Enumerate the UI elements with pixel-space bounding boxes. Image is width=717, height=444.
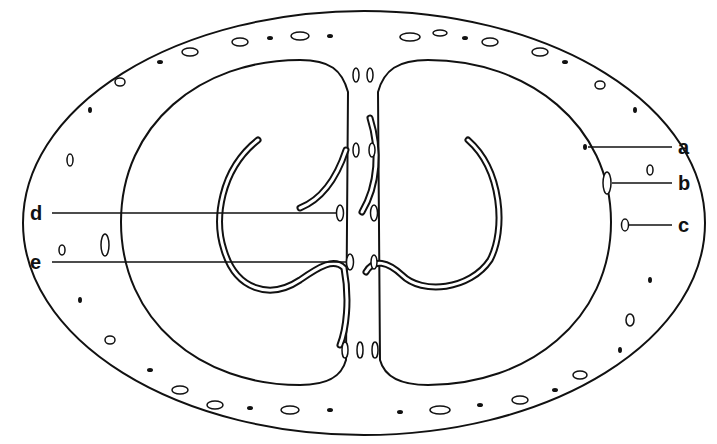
leader-lines	[52, 147, 672, 262]
callout-letter: e	[30, 252, 41, 272]
right-cavity	[378, 60, 611, 385]
vessel-dots	[78, 34, 652, 414]
fold-outlines	[220, 118, 499, 345]
outer-wall	[23, 11, 705, 435]
left-cavity	[121, 60, 348, 385]
callout-letter: d	[30, 203, 42, 223]
callout-letter: c	[678, 215, 689, 235]
callout-letter: b	[678, 173, 690, 193]
callout-letter: a	[678, 137, 689, 157]
vessel-ovals	[59, 30, 653, 414]
fold-inner	[220, 118, 499, 345]
